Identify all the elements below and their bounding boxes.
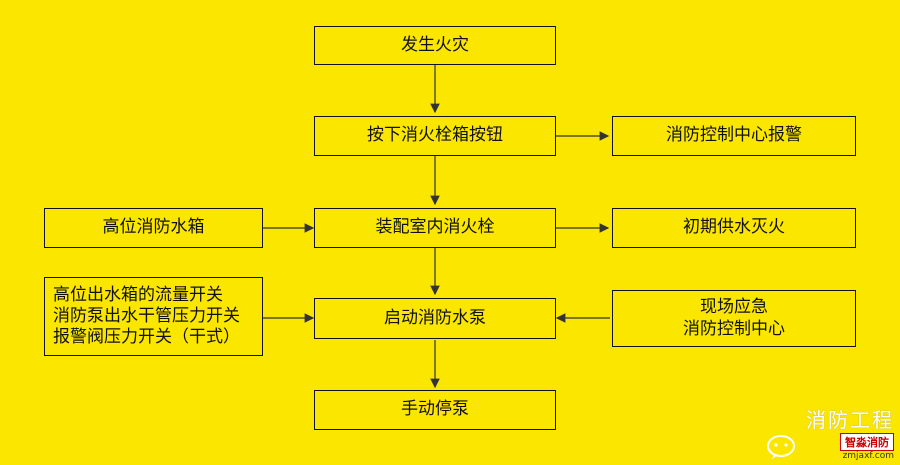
node-press-button-label: 按下消火栓箱按钮 (367, 125, 503, 146)
watermark: 消防工程 智淼消防 zmjaxf.com (766, 404, 894, 461)
node-press-button: 按下消火栓箱按钮 (314, 116, 556, 156)
node-switches-line-2: 消防泵出水干管压力开关 (53, 305, 240, 326)
node-stop-pump: 手动停泵 (314, 390, 556, 430)
node-high-tank-label: 高位消防水箱 (102, 217, 205, 238)
node-start-pump: 启动消防水泵 (314, 298, 556, 339)
node-initial-supply: 初期供水灭火 (612, 208, 856, 248)
node-onsite: 现场应急 消防控制中心 (612, 290, 856, 347)
node-indoor-hydrant: 装配室内消火栓 (314, 208, 556, 248)
node-control-alarm-label: 消防控制中心报警 (666, 125, 802, 146)
node-indoor-hydrant-label: 装配室内消火栓 (375, 217, 495, 238)
node-switches-line-3: 报警阀压力开关（干式） (53, 327, 240, 348)
node-onsite-line-1: 现场应急 (700, 297, 768, 318)
node-high-tank: 高位消防水箱 (44, 208, 263, 248)
node-initial-supply-label: 初期供水灭火 (683, 217, 785, 238)
node-onsite-line-2: 消防控制中心 (683, 318, 785, 339)
watermark-logo: 智淼消防 (840, 433, 894, 451)
node-switches-line-1: 高位出水箱的流量开关 (53, 284, 223, 305)
node-control-alarm: 消防控制中心报警 (612, 116, 856, 156)
node-stop-pump-label: 手动停泵 (401, 399, 469, 420)
watermark-url: zmjaxf.com (842, 451, 894, 461)
node-switches: 高位出水箱的流量开关 消防泵出水干管压力开关 报警阀压力开关（干式） (44, 277, 263, 356)
node-fire: 发生火灾 (314, 26, 556, 65)
wechat-icon (767, 435, 795, 459)
node-start-pump-label: 启动消防水泵 (384, 307, 486, 328)
watermark-title: 消防工程 (806, 408, 894, 432)
node-fire-label: 发生火灾 (401, 34, 469, 55)
